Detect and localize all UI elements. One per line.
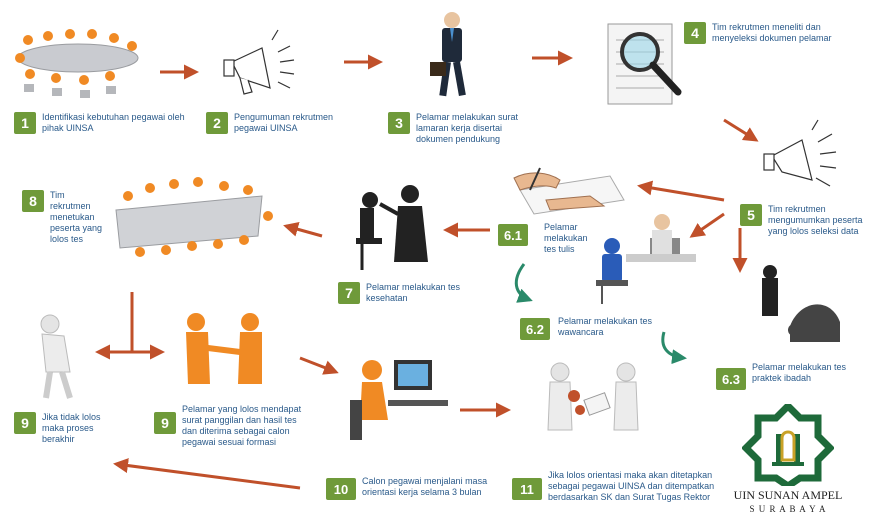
step-9-fail-badge: 9	[14, 412, 36, 434]
step-6-3-badge: 6.3	[716, 368, 746, 390]
step-10-badge: 10	[326, 478, 356, 500]
step-9-fail-label: Jika tidak lolos maka proses berakhir	[42, 412, 101, 444]
doctor-patient-illustration	[356, 185, 428, 270]
step-6-2-label: Pelamar melakukan tes wawancara	[558, 316, 653, 337]
handshake-illustration	[186, 313, 262, 384]
step-9-pass-badge: 9	[154, 412, 176, 434]
step-11-badge: 11	[512, 478, 542, 500]
cycle-arrows	[514, 263, 687, 365]
step-4-label: Tim rekrutmen meneliti dan menyeleksi do…	[712, 22, 832, 43]
step-8-label: Tim rekrutmen menetukan peserta yang lol…	[50, 190, 103, 244]
meeting-table-illustration-1	[15, 29, 139, 98]
step-3-badge: 3	[388, 112, 410, 134]
megaphone-illustration-2	[763, 119, 837, 187]
megaphone-illustration-1	[223, 29, 295, 95]
writing-hand-illustration	[513, 167, 625, 215]
document-magnifier-illustration	[607, 23, 682, 105]
step-7-label: Pelamar melakukan tes kesehatan	[366, 282, 461, 303]
step-9-pass-label: Pelamar yang lolos mendapat surat panggi…	[182, 404, 302, 447]
logo-name: UIN SUNAN AMPEL	[733, 488, 843, 502]
logo-city: S U R A B A Y A	[749, 504, 827, 514]
meeting-table-illustration-2	[115, 177, 273, 257]
document-handover-illustration	[547, 362, 639, 431]
step-6-1-badge: 6.1	[498, 224, 528, 246]
step-5-label: Tim rekrutmen mengumumkan peserta yang l…	[768, 204, 863, 236]
step-1-label: Identifikasi kebutuhan pegawai oleh piha…	[42, 112, 185, 133]
step-2-label: Pengumuman rekrutmen pegawai UINSA	[234, 112, 334, 133]
step-6-1-label: Pelamar melakukan tes tulis	[544, 222, 588, 254]
step-8-badge: 8	[22, 190, 44, 212]
branch-arrow	[95, 292, 165, 360]
flow-arrows	[113, 50, 759, 490]
step-3-label: Pelamar melakukan surat lamaran kerja di…	[416, 112, 519, 144]
step-5-badge: 5	[740, 204, 762, 226]
step-4-badge: 4	[684, 22, 706, 44]
step-7-badge: 7	[338, 282, 360, 304]
step-6-3-label: Pelamar melakukan tes praktek ibadah	[752, 362, 847, 383]
step-1-badge: 1	[14, 112, 36, 134]
walking-man-illustration	[430, 12, 466, 97]
prayer-illustration	[762, 265, 840, 342]
computer-user-illustration	[350, 360, 448, 440]
step-6-2-badge: 6.2	[520, 318, 550, 340]
step-11-label: Jika lolos orientasi maka akan ditetapka…	[548, 470, 715, 502]
uinsa-logo	[742, 404, 834, 486]
sad-figure-illustration	[40, 314, 73, 399]
step-2-badge: 2	[206, 112, 228, 134]
step-10-label: Calon pegawai menjalani masa orientasi k…	[362, 476, 488, 497]
interview-illustration	[596, 214, 696, 304]
